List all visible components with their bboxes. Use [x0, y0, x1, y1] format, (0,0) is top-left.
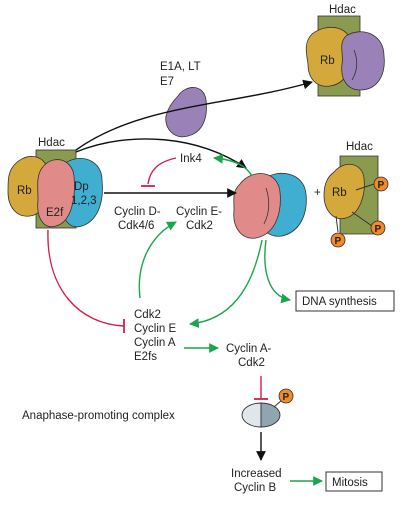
e2f-shape-center	[233, 173, 281, 239]
hdac-label-right: Hdac	[346, 141, 373, 153]
target-cdk2-label: Cdk2	[134, 309, 161, 321]
apc-complex: Anaphase-promoting complex P	[22, 388, 294, 428]
e2f-label: E2f	[46, 207, 64, 219]
cdk2-label: Cdk2	[186, 220, 213, 232]
dna-synthesis-label: DNA synthesis	[302, 296, 377, 308]
mitosis-label: Mitosis	[332, 477, 368, 489]
viral-protein-shape	[165, 87, 207, 138]
viral-oncoprotein: E1A, LT E7	[160, 61, 207, 138]
phosphate-icon: P	[370, 220, 386, 236]
dna-synthesis-box: DNA synthesis	[295, 290, 395, 312]
target-cyclin-e-label: Cyclin E	[134, 323, 177, 335]
cyclin-a-label: Cyclin A-	[226, 343, 272, 355]
rb-e2f-complex: Hdac Rb E2f Dp 1,2,3	[7, 137, 103, 229]
hdac-label-left: Hdac	[38, 137, 65, 149]
arrow-head-icon	[213, 153, 253, 177]
cdk46-label: Cdk4/6	[118, 220, 154, 232]
plus-sign: +	[314, 187, 321, 199]
e7-label: E7	[160, 76, 174, 88]
apc-label: Anaphase-promoting complex	[22, 410, 175, 422]
e2f-shape	[37, 159, 75, 228]
rb-label-left: Rb	[17, 185, 32, 197]
arrow-head-icon	[75, 79, 313, 151]
phospho-rb-complex: Hdac Rb P P P	[323, 141, 389, 248]
phosphate-icon: P	[278, 388, 294, 404]
phosphate-icon: P	[330, 232, 346, 248]
inhibition-bar-icon	[147, 157, 177, 185]
arrow-head-icon	[189, 239, 263, 328]
cyclin-a-cdk2-label: Cdk2	[238, 357, 265, 369]
dp-numbers-label: 1,2,3	[71, 195, 97, 207]
cyclin-d-label: Cyclin D-	[114, 206, 161, 218]
rb-viral-complex: Hdac Rb	[305, 4, 385, 97]
rb-label-right: Rb	[332, 187, 347, 199]
pathway-edges	[47, 79, 323, 486]
target-e2fs-label: E2fs	[134, 351, 157, 363]
rb-shape-top	[305, 27, 353, 87]
arrow-head-icon	[75, 138, 247, 169]
free-e2f-dp	[233, 173, 307, 239]
svg-text:P: P	[335, 236, 342, 247]
svg-text:P: P	[378, 180, 385, 191]
inhibition-bar-icon	[47, 229, 125, 327]
arrow-head-icon	[264, 239, 291, 304]
svg-text:P: P	[375, 224, 382, 235]
rb-shape-right	[323, 164, 365, 220]
rb-label-top: Rb	[320, 55, 335, 67]
ink4-label: Ink4	[180, 153, 202, 165]
target-cyclin-a-label: Cyclin A	[134, 337, 176, 349]
mitosis-box: Mitosis	[325, 471, 383, 492]
cyclin-e-label: Cyclin E-	[176, 206, 222, 218]
svg-text:P: P	[283, 392, 290, 403]
phosphate-icon: P	[373, 176, 389, 192]
hdac-label-top: Hdac	[329, 4, 356, 16]
dp-label: Dp	[74, 181, 89, 193]
viral-shape-top	[341, 31, 385, 91]
cyclin-b-label: Cyclin B	[234, 482, 277, 494]
e1a-label: E1A, LT	[160, 61, 201, 73]
increased-label: Increased	[231, 468, 282, 480]
arrow-head-icon	[138, 221, 177, 299]
